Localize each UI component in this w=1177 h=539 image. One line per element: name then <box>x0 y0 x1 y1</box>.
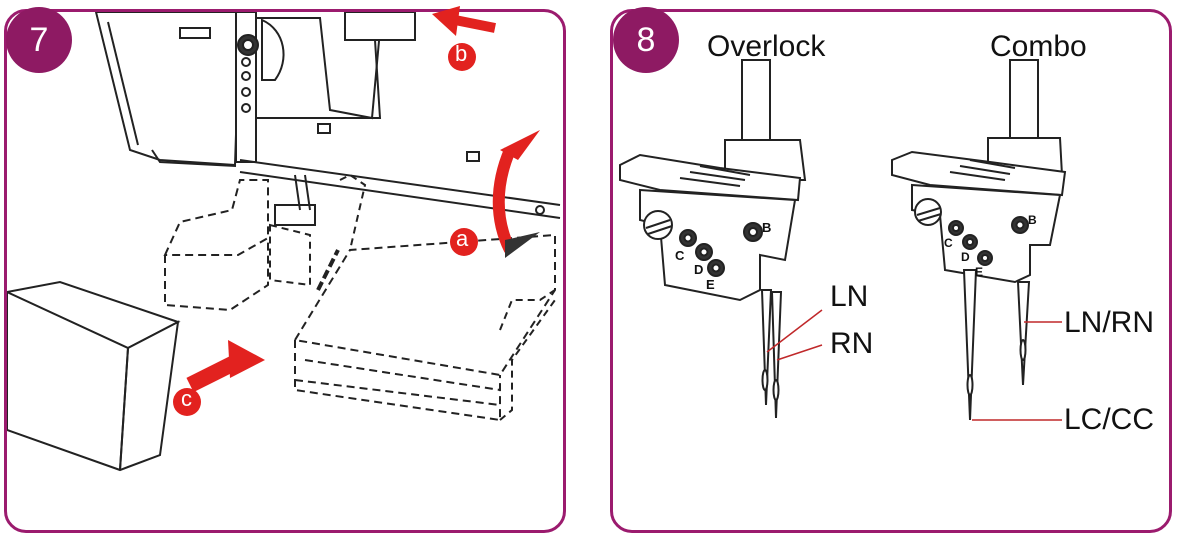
arrow-c-insert <box>186 340 265 393</box>
screw-letter-d: D <box>694 262 704 277</box>
machine-illustration <box>7 12 561 472</box>
marker-a-label: a <box>456 226 469 251</box>
overlock-title: Overlock <box>707 30 826 63</box>
screw-letter-d: D <box>961 250 970 264</box>
screw-letter-c: C <box>675 248 685 263</box>
screw-letter-e: E <box>975 265 984 279</box>
combo-title: Combo <box>990 30 1087 63</box>
screw-letter-b: B <box>1028 213 1037 227</box>
leader-lines <box>766 309 1062 421</box>
step-number-badge: 7 <box>6 7 72 73</box>
screw-letter-e: E <box>706 277 715 292</box>
arrow-a-rotate <box>492 130 540 258</box>
arrow-b-push <box>432 6 496 36</box>
ln-label: LN <box>830 280 869 313</box>
marker-b-circle <box>448 43 476 71</box>
marker-b-label: b <box>455 41 468 66</box>
combo-needle-clamp <box>891 59 1067 421</box>
marker-c-label: c <box>181 386 192 411</box>
screw-letter-b: B <box>762 220 772 235</box>
overlock-needle-clamp <box>619 59 807 419</box>
rn-label: RN <box>830 327 874 360</box>
lc-cc-label: LC/CC <box>1064 403 1155 436</box>
screw-letter-c: C <box>944 236 953 250</box>
marker-a-circle <box>450 228 478 256</box>
step-number-badge: 8 <box>613 7 679 73</box>
marker-c-circle <box>173 388 201 416</box>
ln-rn-label: LN/RN <box>1064 306 1155 339</box>
